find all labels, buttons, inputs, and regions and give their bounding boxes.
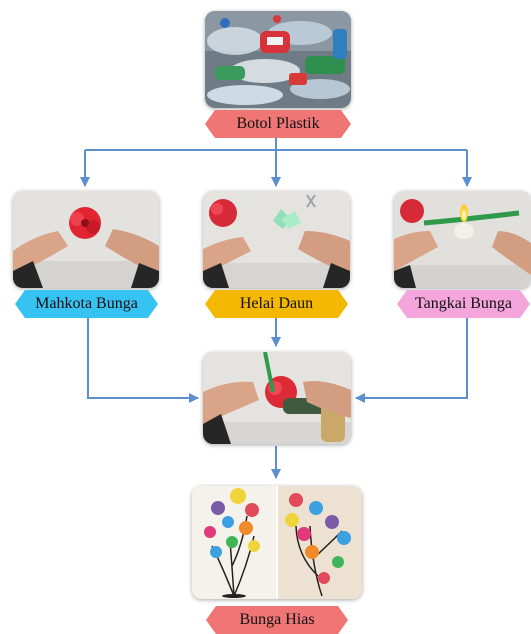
- arrow-stem-to-assembly: [355, 318, 468, 403]
- plastic-bottles-photo: [205, 11, 351, 108]
- heating-green-stem-candle-photo: [394, 191, 531, 288]
- decorative-flower-bouquets-photo: [192, 486, 362, 599]
- label-bunga-hias: Bunga Hias: [206, 606, 348, 634]
- cutting-green-leaf-photo: [203, 191, 350, 288]
- glue-gun-assembly-photo: [203, 352, 351, 444]
- label-botol-plastik: Botol Plastik: [205, 110, 351, 138]
- hands-forming-red-flower-photo: [13, 191, 159, 288]
- arrow-crown-to-assembly: [87, 316, 199, 403]
- label-helai-daun: Helai Daun: [205, 290, 348, 318]
- label-mahkota-bunga: Mahkota Bunga: [15, 290, 158, 318]
- label-tangkai-bunga: Tangkai Bunga: [397, 290, 530, 318]
